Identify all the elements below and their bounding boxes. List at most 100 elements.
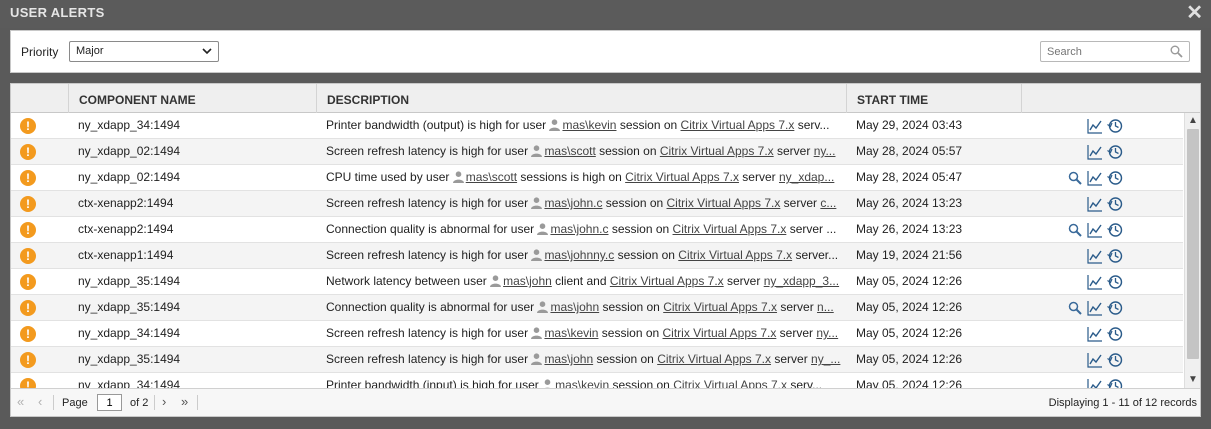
next-page-icon[interactable]: › bbox=[162, 394, 167, 409]
prev-page-icon[interactable]: ‹ bbox=[38, 394, 43, 409]
app-link[interactable]: Citrix Virtual Apps 7.x bbox=[662, 326, 777, 340]
history-icon[interactable] bbox=[1107, 378, 1123, 388]
search-input[interactable] bbox=[1041, 42, 1161, 61]
user-link[interactable]: mas\john bbox=[544, 352, 594, 366]
header-start-time[interactable]: START TIME bbox=[846, 84, 1021, 113]
history-icon[interactable] bbox=[1107, 274, 1123, 290]
app-link[interactable]: Citrix Virtual Apps 7.x bbox=[609, 274, 724, 288]
graph-icon[interactable] bbox=[1087, 300, 1103, 316]
graph-icon[interactable] bbox=[1087, 352, 1103, 368]
user-link[interactable]: mas\kevin bbox=[544, 326, 599, 340]
server-link[interactable]: ny_... bbox=[811, 352, 841, 366]
server-link[interactable]: ny... bbox=[813, 144, 836, 158]
zoom-icon[interactable] bbox=[1067, 222, 1083, 238]
graph-icon[interactable] bbox=[1087, 326, 1103, 342]
history-icon[interactable] bbox=[1107, 300, 1123, 316]
server-link[interactable]: n... bbox=[817, 300, 834, 314]
app-link[interactable]: Citrix Virtual Apps 7.x bbox=[673, 378, 788, 388]
history-icon[interactable] bbox=[1107, 352, 1123, 368]
server-link[interactable]: c... bbox=[820, 196, 837, 210]
component-name: ny_xdapp_34:1494 bbox=[78, 378, 181, 388]
header-component-name[interactable]: COMPONENT NAME bbox=[68, 84, 316, 113]
app-link[interactable]: Citrix Virtual Apps 7.x bbox=[625, 170, 739, 184]
user-link[interactable]: mas\kevin bbox=[555, 378, 610, 388]
priority-select[interactable]: Major bbox=[69, 41, 219, 62]
graph-icon[interactable] bbox=[1087, 118, 1103, 134]
page-number-input[interactable] bbox=[97, 394, 122, 411]
close-icon[interactable]: ✕ bbox=[1186, 2, 1203, 24]
graph-icon[interactable] bbox=[1087, 222, 1103, 238]
server-link[interactable]: ny... bbox=[816, 326, 839, 340]
app-link[interactable]: Citrix Virtual Apps 7.x bbox=[678, 248, 793, 262]
scroll-down-icon[interactable]: ▼ bbox=[1188, 374, 1198, 385]
description-text: session on bbox=[614, 248, 679, 262]
user-link[interactable]: mas\kevin bbox=[562, 118, 617, 132]
user-icon bbox=[490, 275, 502, 287]
server-link[interactable]: ny_xdap... bbox=[778, 170, 835, 184]
zoom-icon[interactable] bbox=[1067, 170, 1083, 186]
description: Connection quality is abnormal for user … bbox=[326, 217, 841, 243]
history-icon[interactable] bbox=[1107, 170, 1123, 186]
user-icon bbox=[531, 197, 543, 209]
app-link[interactable]: Citrix Virtual Apps 7.x bbox=[659, 144, 774, 158]
description-text: session on bbox=[595, 144, 660, 158]
scroll-thumb[interactable] bbox=[1187, 129, 1199, 359]
start-time: May 05, 2024 12:26 bbox=[856, 300, 963, 314]
search-icon[interactable] bbox=[1170, 45, 1183, 58]
records-info: Displaying 1 - 11 of 12 records bbox=[1048, 397, 1197, 409]
pager-divider bbox=[197, 395, 198, 410]
description-text: server bbox=[776, 326, 817, 340]
graph-icon[interactable] bbox=[1087, 170, 1103, 186]
zoom-icon[interactable] bbox=[1067, 300, 1083, 316]
history-icon[interactable] bbox=[1107, 248, 1123, 264]
graph-icon[interactable] bbox=[1087, 378, 1103, 388]
scroll-up-icon[interactable]: ▲ bbox=[1188, 115, 1198, 126]
history-icon[interactable] bbox=[1107, 222, 1123, 238]
header-description[interactable]: DESCRIPTION bbox=[316, 84, 846, 113]
description: CPU time used by user mas\scott sessions… bbox=[326, 165, 841, 191]
component-name: ctx-xenapp2:1494 bbox=[78, 196, 174, 210]
graph-icon[interactable] bbox=[1087, 144, 1103, 160]
history-icon[interactable] bbox=[1107, 144, 1123, 160]
app-link[interactable]: Citrix Virtual Apps 7.x bbox=[657, 352, 772, 366]
user-link[interactable]: mas\john bbox=[503, 274, 552, 288]
server-link[interactable]: ny_xdapp_3... bbox=[763, 274, 840, 288]
history-icon[interactable] bbox=[1107, 196, 1123, 212]
app-link[interactable]: Citrix Virtual Apps 7.x bbox=[666, 196, 781, 210]
graph-icon[interactable] bbox=[1087, 274, 1103, 290]
graph-icon[interactable] bbox=[1087, 196, 1103, 212]
user-link[interactable]: mas\john.c bbox=[544, 196, 603, 210]
history-icon[interactable] bbox=[1107, 326, 1123, 342]
user-link[interactable]: mas\johnny.c bbox=[544, 248, 615, 262]
user-link[interactable]: mas\john.c bbox=[550, 222, 609, 236]
vertical-scrollbar[interactable]: ▲ ▼ bbox=[1184, 113, 1200, 388]
description: Screen refresh latency is high for user … bbox=[326, 347, 841, 373]
last-page-icon[interactable]: » bbox=[181, 394, 189, 409]
user-link[interactable]: mas\scott bbox=[465, 170, 518, 184]
graph-icon[interactable] bbox=[1087, 248, 1103, 264]
warning-icon bbox=[20, 144, 36, 160]
user-link[interactable]: mas\scott bbox=[544, 144, 596, 158]
search-box[interactable] bbox=[1040, 41, 1190, 62]
description-text: server bbox=[771, 352, 812, 366]
row-actions bbox=[1051, 165, 1171, 191]
user-link[interactable]: mas\john bbox=[550, 300, 600, 314]
first-page-icon[interactable]: « bbox=[17, 394, 25, 409]
description-text: serv... bbox=[794, 118, 830, 132]
app-link[interactable]: Citrix Virtual Apps 7.x bbox=[663, 300, 778, 314]
history-icon[interactable] bbox=[1107, 118, 1123, 134]
row-actions bbox=[1051, 373, 1171, 388]
app-link[interactable]: Citrix Virtual Apps 7.x bbox=[680, 118, 795, 132]
app-link[interactable]: Citrix Virtual Apps 7.x bbox=[672, 222, 787, 236]
